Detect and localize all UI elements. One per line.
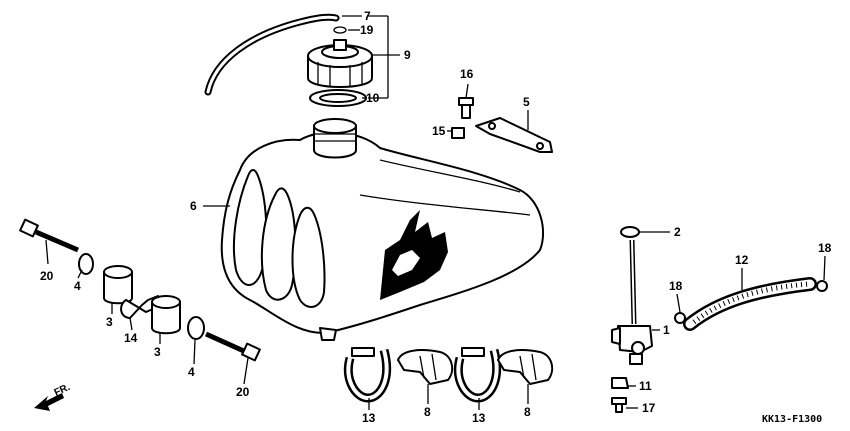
callout-19: 19 (360, 23, 374, 37)
rubber-8-right (497, 349, 554, 385)
callout-7: 7 (364, 9, 371, 23)
callout-10: 10 (366, 91, 380, 105)
band-13-right (454, 347, 502, 403)
callout-18-right: 18 (818, 241, 832, 255)
bolt-20-upper (19, 218, 79, 253)
callout-13-left: 13 (362, 411, 376, 425)
cushion-3-lower (151, 295, 181, 335)
callout-20-lower: 20 (236, 385, 250, 399)
callout-12: 12 (735, 253, 749, 267)
clip-18-left (674, 312, 686, 324)
callout-9: 9 (404, 48, 411, 62)
front-direction-arrow-icon (34, 393, 64, 411)
bolt-20-lower (204, 331, 261, 362)
callout-14: 14 (124, 331, 138, 345)
callout-20-upper: 20 (40, 269, 54, 283)
fuel-cap (307, 39, 373, 88)
callout-1: 1 (663, 323, 670, 337)
clip-18-right (816, 280, 828, 292)
o-ring-2 (620, 226, 640, 238)
callout-16: 16 (460, 67, 474, 81)
callout-13-right: 13 (472, 411, 486, 425)
callout-4-upper: 4 (74, 279, 81, 293)
callout-18-left: 18 (669, 279, 683, 293)
callout-3-lower: 3 (154, 345, 161, 359)
fuel-valve-1 (611, 239, 653, 365)
screw-17 (611, 397, 627, 413)
callout-3-upper: 3 (106, 315, 113, 329)
leader-lines (45, 15, 826, 410)
callout-11: 11 (639, 379, 652, 393)
washer-4-lower (187, 316, 205, 340)
callout-2: 2 (674, 225, 681, 239)
callout-4-lower: 4 (188, 365, 195, 379)
callout-15: 15 (432, 124, 446, 138)
clip-19 (333, 26, 347, 34)
washer-4-upper (78, 253, 94, 275)
bracket-5 (475, 117, 553, 153)
cushion-3-upper (103, 265, 133, 305)
callout-5: 5 (523, 95, 530, 109)
nut-15 (451, 127, 465, 139)
diagram-code: KK13-F1300 (762, 414, 822, 425)
fuel-hose-12 (683, 277, 817, 331)
callout-8-right: 8 (524, 405, 531, 419)
bolt-16 (458, 97, 474, 119)
band-13-left (344, 347, 392, 403)
callout-8-left: 8 (424, 405, 431, 419)
rubber-8-left (397, 349, 454, 385)
fuel-tank (220, 118, 545, 341)
callout-6: 6 (190, 199, 197, 213)
callout-17: 17 (642, 401, 656, 415)
nut-11 (611, 377, 629, 389)
direction-label: FR. (53, 382, 72, 399)
